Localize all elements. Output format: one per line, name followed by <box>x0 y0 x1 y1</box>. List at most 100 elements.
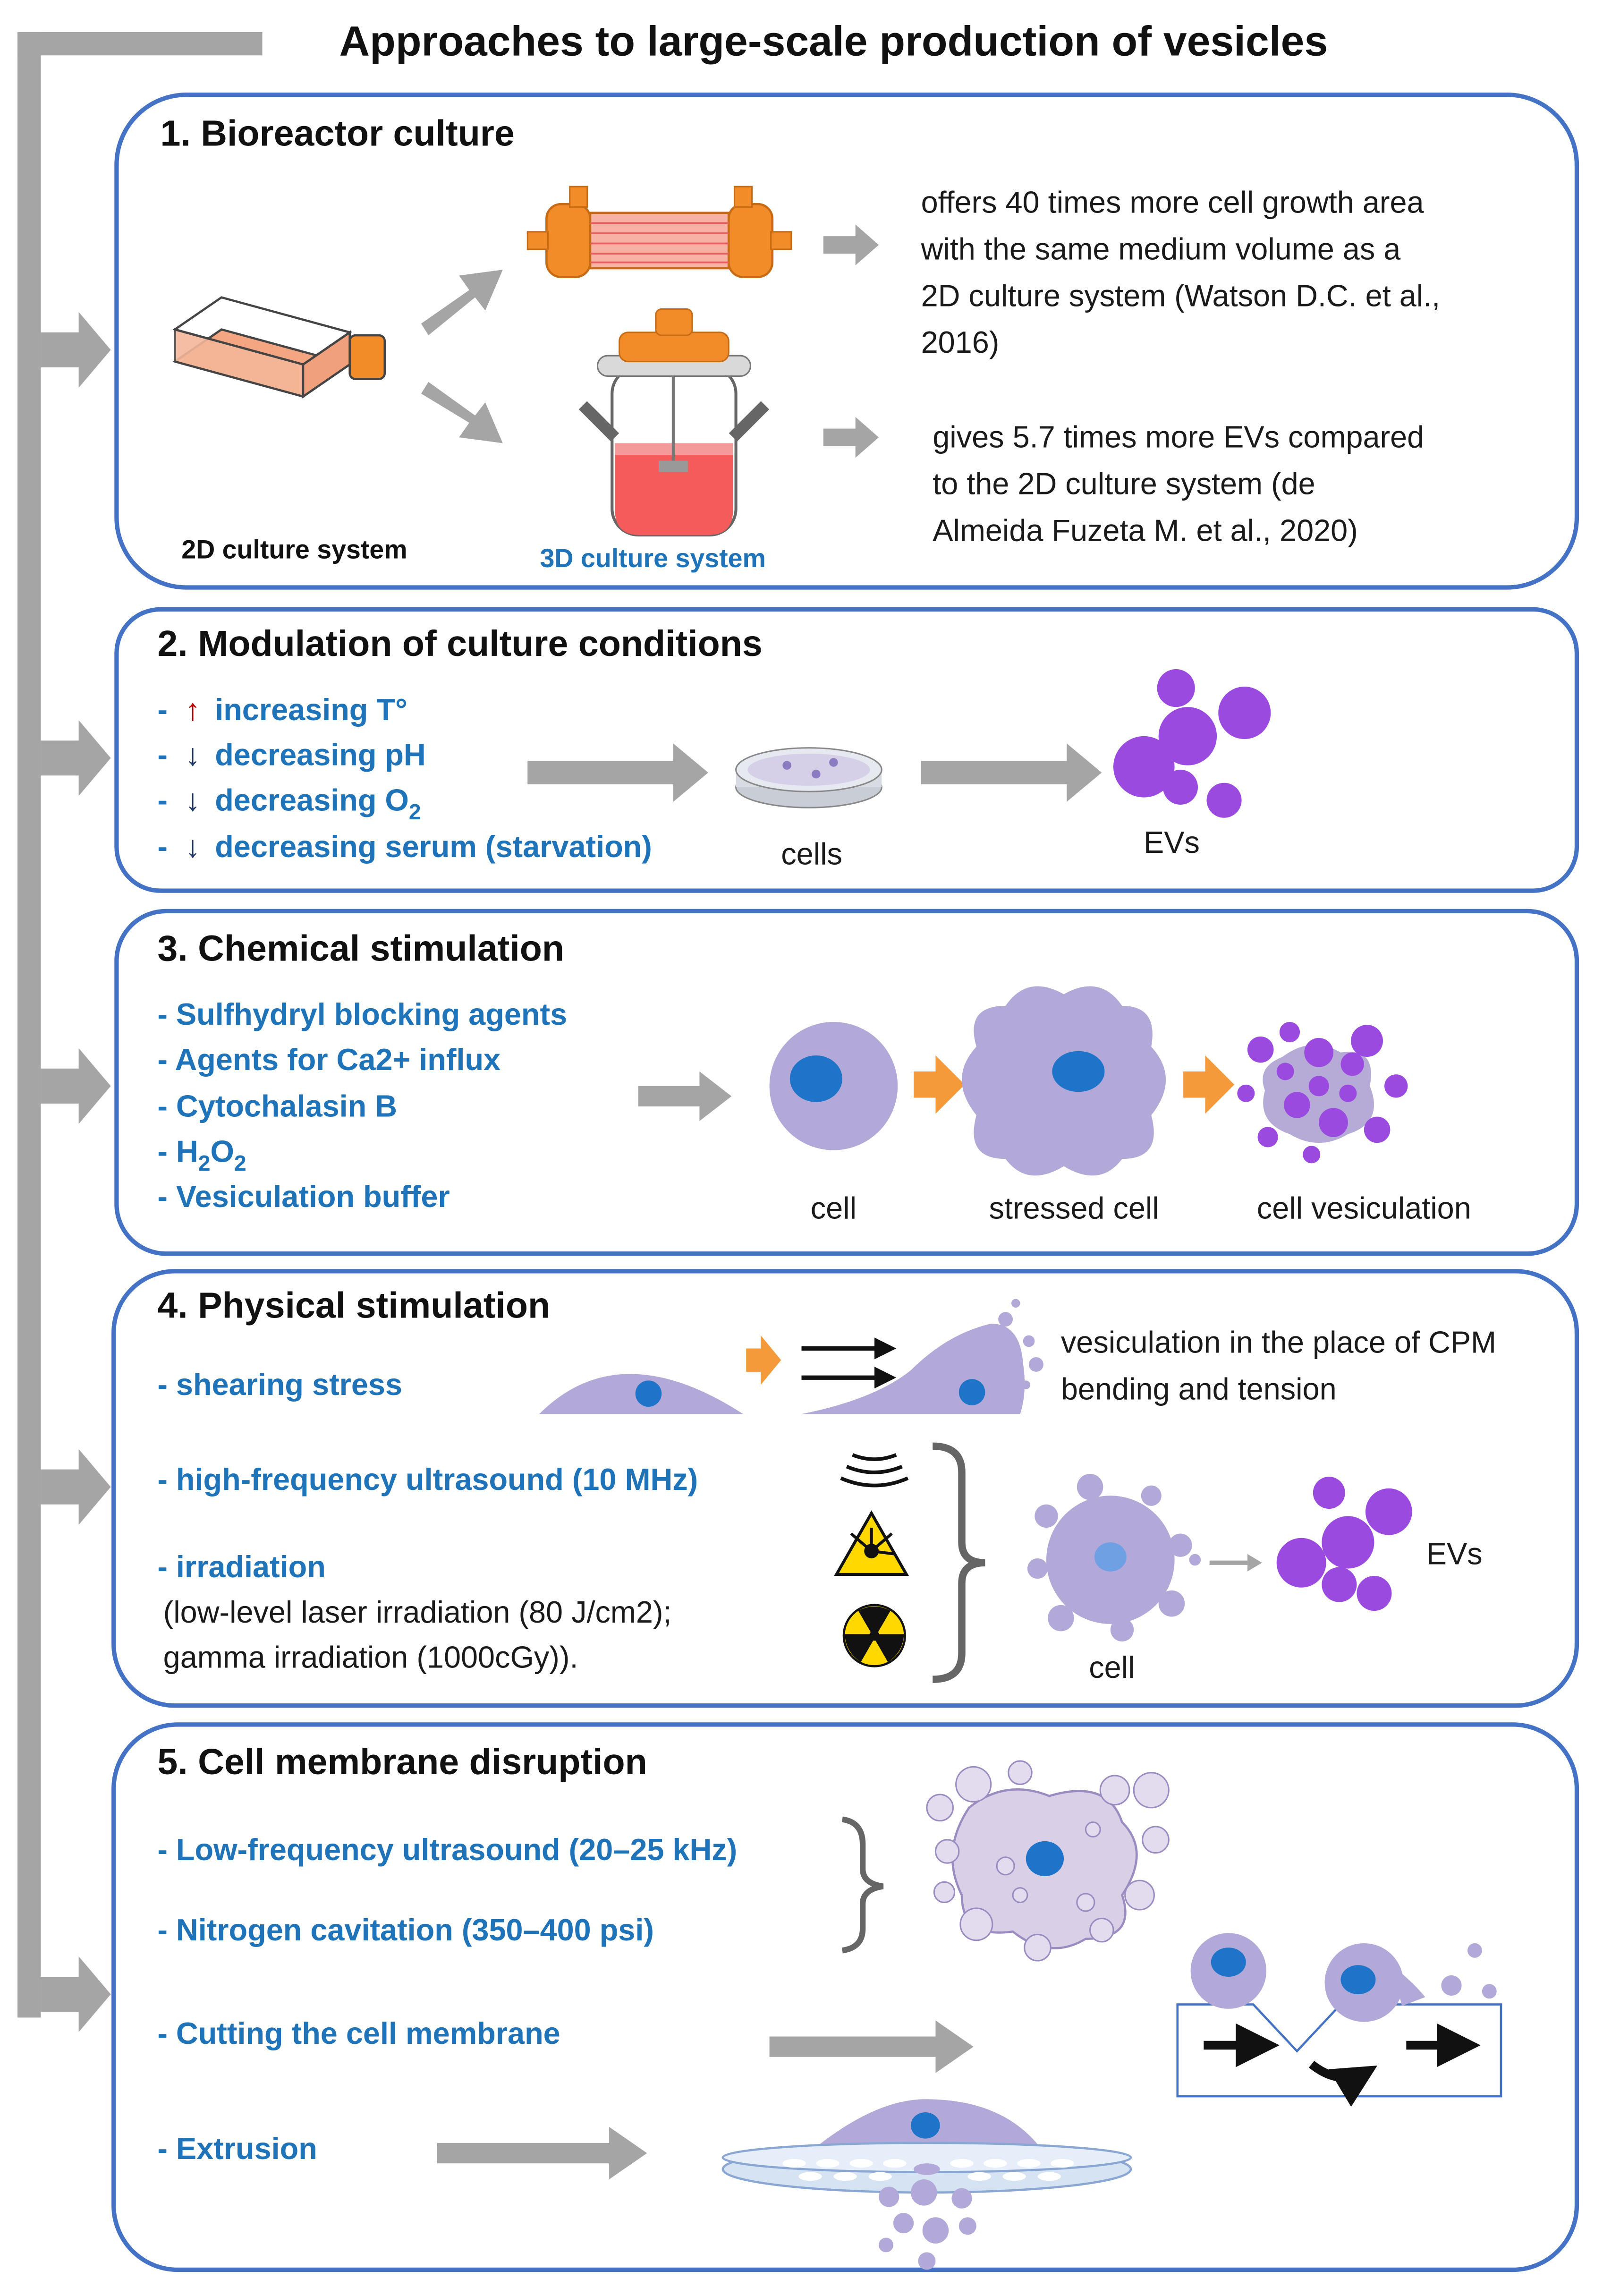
hollow-fiber-bioreactor <box>526 186 792 278</box>
vesicle-bleb <box>1011 1299 1020 1308</box>
disruption-item: - Nitrogen cavitation (350–400 psi) <box>157 1913 654 1947</box>
ev-vesicle <box>1162 769 1198 805</box>
disruption-item: - Low-frequency ultrasound (20–25 kHz) <box>157 1832 737 1867</box>
vesicle-bleb <box>1284 1092 1310 1118</box>
vesicle-bleb <box>1279 1021 1300 1043</box>
radiation-icon <box>842 1604 906 1667</box>
extruded-vesicle <box>910 2179 937 2206</box>
adherent-cell <box>539 1374 744 1414</box>
vesicle-bleb <box>1023 1335 1035 1347</box>
panel2-heading: 2. Modulation of culture conditions <box>157 623 762 664</box>
extrusion-membrane <box>721 2099 1132 2270</box>
condition-item: -↑increasing T° <box>157 692 407 727</box>
label-evs: EVs <box>1144 825 1200 859</box>
ultrasound-brace <box>841 1816 884 1954</box>
ev-vesicle <box>1357 1576 1392 1611</box>
ultrasound-waves-icon <box>840 1453 909 1488</box>
disruption-item: - Cutting the cell membrane <box>157 2016 560 2050</box>
vesiculating-cell <box>1237 1021 1408 1164</box>
vesicle-bleb <box>1339 1084 1357 1102</box>
vesicle-bleb <box>1308 1076 1329 1097</box>
condition-list: -↑increasing T° -↓decreasing pH -↓decrea… <box>157 692 652 864</box>
vesicle-bleb <box>1384 1074 1408 1098</box>
sheared-cell <box>801 1299 1043 1414</box>
vesicle-bleb <box>1257 1127 1278 1148</box>
panel-chemical-stimulation: 3. Chemical stimulation - Sulfhydryl blo… <box>114 909 1579 1256</box>
stressed-cell <box>962 986 1166 1176</box>
stimulated-cell <box>1027 1473 1201 1641</box>
chemical-item: - Vesiculation buffer <box>157 1179 450 1214</box>
arrow-spinner-to-text <box>823 417 879 458</box>
extruded-vesicle <box>918 2252 936 2270</box>
ev-vesicle <box>1206 782 1242 818</box>
label-cell: cell <box>811 1191 857 1225</box>
panel3-heading: 3. Chemical stimulation <box>157 928 564 969</box>
arrow-cell-to-stressed <box>914 1055 965 1114</box>
label-stimulated-cell: cell <box>1089 1650 1135 1684</box>
vesicle-bleb <box>1319 1108 1348 1137</box>
laser-warning-icon <box>834 1510 909 1576</box>
panel4-heading: 4. Physical stimulation <box>157 1285 550 1326</box>
left-connector <box>17 32 263 2018</box>
disrupted-cell <box>926 1760 1170 1962</box>
extruded-vesicle <box>958 2217 976 2235</box>
panel-culture-conditions: 2. Modulation of culture conditions -↑in… <box>114 607 1579 893</box>
vesicle-bleb <box>1364 1116 1391 1143</box>
arrow-shear <box>746 1335 781 1385</box>
flow-arrows <box>801 1337 897 1389</box>
vesicle-bleb <box>998 1312 1013 1327</box>
arrow-cells-to-evs <box>921 743 1102 802</box>
ev-vesicle <box>1218 686 1271 740</box>
vesicle-bleb <box>1028 1357 1043 1372</box>
extruded-vesicle <box>951 2188 972 2209</box>
chemical-item: - Cytochalasin B <box>157 1089 397 1123</box>
vesicle-bleb <box>1303 1146 1321 1164</box>
arrow-hollow-fiber-to-text <box>823 224 879 265</box>
ev-vesicle <box>1322 1567 1357 1602</box>
irradiation-detail: (low-level laser irradiation (80 J/cm2);… <box>163 1595 680 1675</box>
condition-item: -↓decreasing pH <box>157 738 425 772</box>
label-3d-culture: 3D culture system <box>540 544 765 573</box>
condition-item: -↓decreasing O2 <box>157 782 421 824</box>
connector-arrows <box>41 312 111 2032</box>
shear-description: vesiculation in the place of CPM bending… <box>1061 1325 1505 1406</box>
vesicle-bleb <box>1237 1084 1255 1102</box>
ev-cluster <box>1113 669 1271 818</box>
label-cell-vesiculation: cell vesiculation <box>1257 1191 1471 1225</box>
ev-vesicle <box>1157 669 1195 707</box>
extruded-vesicle <box>893 2213 914 2234</box>
vesicle-bleb <box>1340 1052 1364 1076</box>
vesicle-bleb <box>1304 1037 1334 1067</box>
ev-cluster-physical <box>1276 1477 1412 1611</box>
arrow-extrusion <box>437 2126 647 2180</box>
physical-item-ultrasound: - high-frequency ultrasound (10 MHz) <box>157 1462 698 1497</box>
cell-after-cut <box>1324 1943 1497 2022</box>
connector-arrow-3 <box>41 1048 111 1124</box>
arrow-stressed-to-vesiculation <box>1183 1055 1235 1114</box>
arrow-cutting <box>769 2020 974 2073</box>
chemical-item-h2o2: - H2O2 <box>157 1134 246 1175</box>
figure-title: Approaches to large-scale production of … <box>339 17 1328 64</box>
cell-before-cut <box>1190 1933 1267 2009</box>
culture-flask-2d <box>172 296 386 399</box>
cutting-device <box>1176 1933 1502 2107</box>
arrow-2d-to-hollow-fiber <box>421 270 503 336</box>
ev-vesicle <box>1158 707 1217 765</box>
vesicle-bleb <box>1247 1036 1274 1063</box>
normal-cell <box>769 1021 898 1150</box>
stimuli-brace <box>933 1442 985 1683</box>
connector-arrow-2 <box>41 720 111 796</box>
arrow-chemicals-to-cell <box>638 1071 732 1121</box>
label-evs-physical: EVs <box>1426 1536 1483 1571</box>
physical-item-irradiation: - irradiation <box>157 1549 325 1584</box>
ev-vesicle <box>1322 1516 1374 1569</box>
vesicle-bleb <box>1276 1063 1294 1080</box>
vesicle-bleb <box>1351 1025 1383 1057</box>
label-2d-culture: 2D culture system <box>181 535 407 564</box>
connector-arrow-4 <box>41 1449 111 1525</box>
ev-vesicle <box>1313 1477 1345 1509</box>
connector-arrow-1 <box>41 312 111 388</box>
vesicle-bleb <box>1021 1380 1031 1389</box>
panel-bioreactor: 1. Bioreactor culture 2D culture system <box>114 93 1579 590</box>
